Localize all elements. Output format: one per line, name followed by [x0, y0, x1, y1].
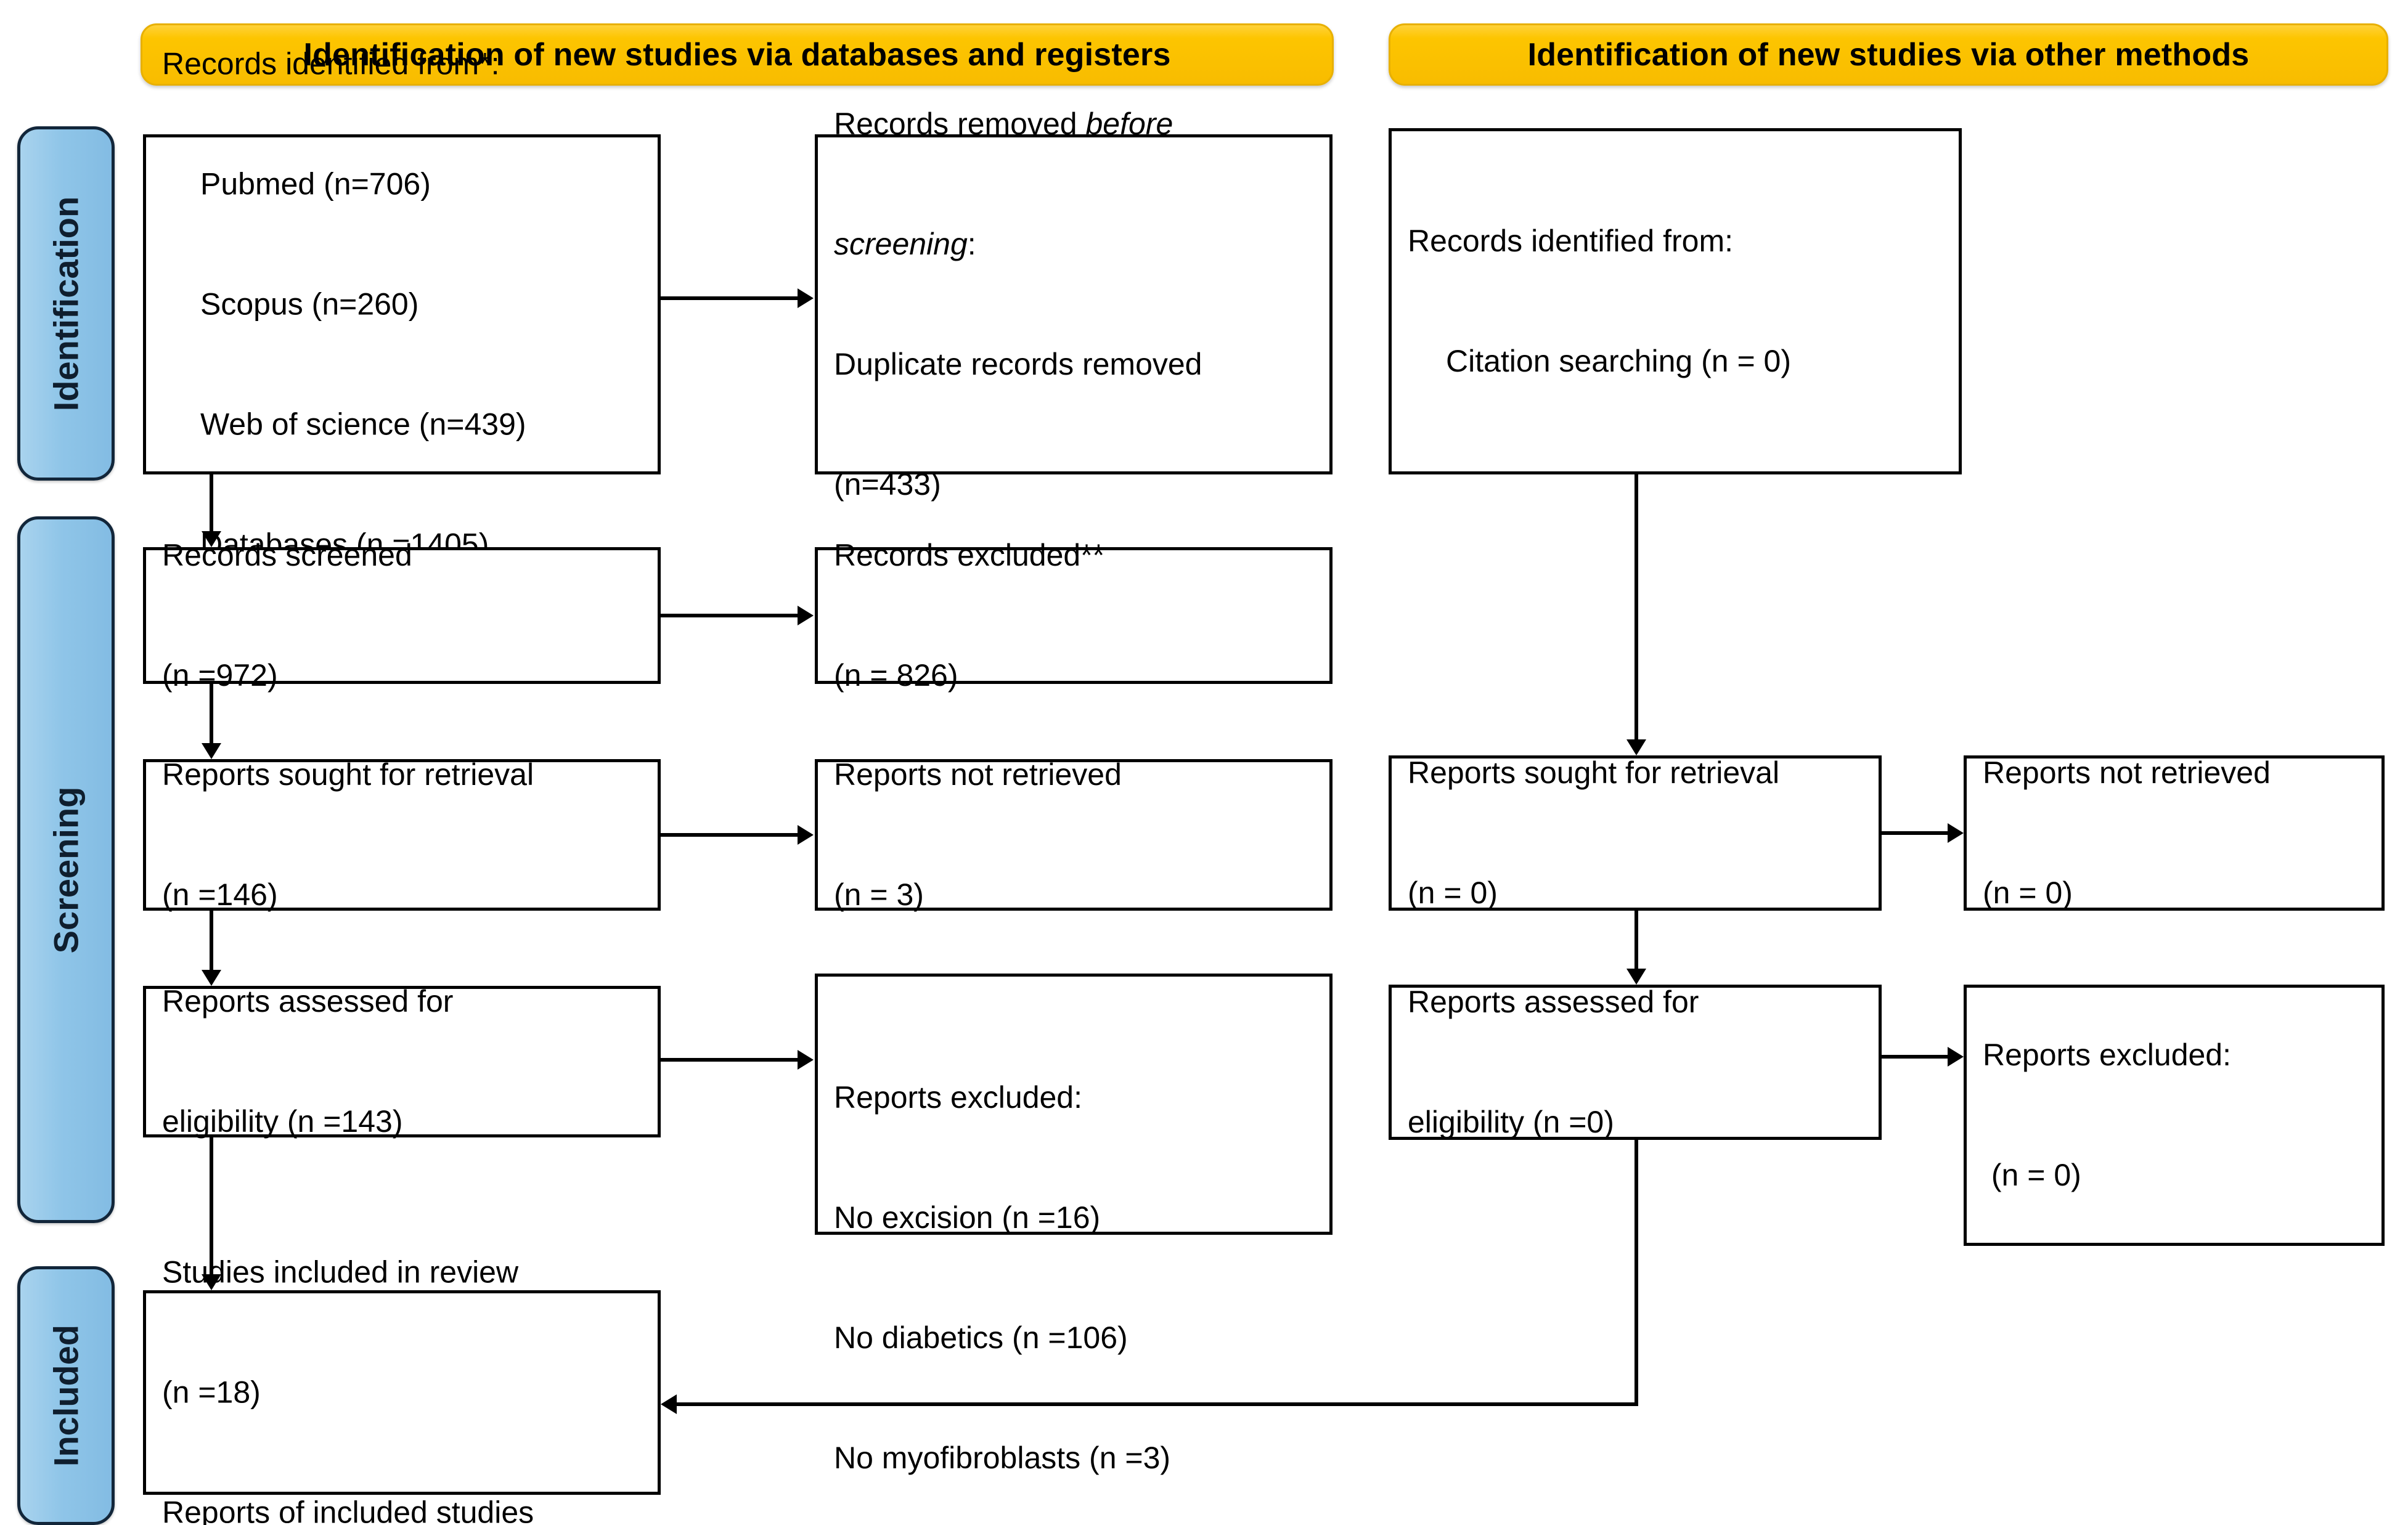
box-reports-not-retrieved-right: Reports not retrieved (n = 0) — [1964, 755, 2385, 911]
arrow-sought-to-not-retrieved-left — [798, 825, 814, 845]
stage-label-identification: Identification — [17, 126, 115, 481]
records-removed-line1: Records removed before — [834, 107, 1173, 141]
records-identified-other-source-0: Citation searching (n = 0) — [1446, 344, 1792, 378]
reports-assessed-right-line1: Reports assessed for — [1408, 985, 1699, 1019]
connector-other-identified-to-sought — [1635, 474, 1638, 746]
reports-not-retrieved-left-line1: Reports not retrieved — [834, 757, 1122, 792]
arrow-identified-to-screened — [202, 531, 221, 547]
arrow-screened-to-sought — [202, 743, 221, 759]
box-records-screened-text: Records screened (n =972) — [162, 455, 648, 776]
arrow-sought-to-not-retrieved-right — [1948, 823, 1964, 843]
stage-label-screening: Screening — [17, 516, 115, 1223]
reports-assessed-left-line2: eligibility (n =143) — [162, 1104, 403, 1139]
box-records-removed-text: Records removed before screening: Duplic… — [834, 24, 1320, 585]
box-records-excluded: Records excluded** (n = 826) — [815, 538, 1333, 693]
reports-sought-right-line1: Reports sought for retrieval — [1408, 755, 1780, 790]
banner-other-methods-label: Identification of new studies via other … — [1527, 36, 2250, 73]
records-excluded-line1: Records excluded** — [834, 538, 1105, 572]
connector-identified-to-removed — [661, 296, 798, 300]
box-reports-not-retrieved-right-text: Reports not retrieved (n = 0) — [1983, 673, 2372, 993]
box-reports-sought-right-text: Reports sought for retrieval (n = 0) — [1408, 673, 1869, 993]
reports-excluded-reason-2: No myofibroblasts (n =3) — [834, 1441, 1171, 1475]
reports-assessed-left-line1: Reports assessed for — [162, 984, 454, 1019]
reports-excluded-right-line1: Reports excluded: — [1983, 1038, 2232, 1072]
records-identified-source-0: Pubmed (n=706) — [200, 166, 431, 201]
box-reports-excluded-left-text: Reports excluded: No excision (n =16) No… — [834, 998, 1320, 1525]
records-removed-line3: Duplicate records removed — [834, 347, 1202, 381]
connector-assessed-to-excluded-right — [1882, 1055, 1948, 1059]
connector-screened-to-sought — [210, 684, 213, 749]
box-reports-assessed-right-text: Reports assessed for eligibility (n =0) — [1408, 902, 1869, 1222]
arrow-other-identified-to-sought — [1626, 739, 1646, 755]
box-records-excluded-text: Records excluded** (n = 826) — [834, 455, 1320, 776]
banner-other-methods: Identification of new studies via other … — [1389, 23, 2388, 86]
box-reports-sought-right: Reports sought for retrieval (n = 0) — [1389, 755, 1882, 911]
reports-not-retrieved-left-line2: (n = 3) — [834, 877, 924, 912]
connector-right-assessed-down — [1635, 1140, 1638, 1406]
box-reports-assessed-right: Reports assessed for eligibility (n =0) — [1389, 985, 1882, 1140]
box-records-identified-databases-text: Records identified from*: Pubmed (n=706)… — [162, 0, 648, 645]
box-records-screened: Records screened (n =972) — [143, 538, 661, 693]
reports-excluded-header: Reports excluded: — [834, 1080, 1083, 1115]
box-reports-not-retrieved-left-text: Reports not retrieved (n = 3) — [834, 675, 1320, 995]
records-removed-line4: (n=433) — [834, 467, 941, 502]
stage-label-identification-text: Identification — [46, 196, 86, 411]
arrow-assessed-to-excluded-right — [1948, 1047, 1964, 1067]
box-reports-sought-left: Reports sought for retrieval (n =146) — [143, 757, 661, 912]
box-records-removed-before-screening: Records removed before screening: Duplic… — [815, 107, 1333, 502]
connector-sought-to-not-retrieved-left — [661, 833, 798, 837]
banner-databases-registers: Identification of new studies via databa… — [141, 23, 1334, 86]
reports-assessed-right-line2: eligibility (n =0) — [1408, 1105, 1614, 1139]
connector-right-to-included — [677, 1402, 1638, 1406]
studies-included-line2: (n =18) — [162, 1375, 261, 1410]
box-reports-excluded-left: Reports excluded: No excision (n =16) No… — [815, 974, 1333, 1475]
box-records-identified-other-methods: Records identified from: Citation search… — [1389, 128, 1962, 474]
banner-databases-label: Identification of new studies via databa… — [303, 36, 1171, 73]
records-identified-header: Records identified from*: — [162, 46, 500, 81]
reports-excluded-reason-1: No diabetics (n =106) — [834, 1320, 1128, 1355]
arrow-assessed-to-included — [202, 1274, 221, 1290]
arrow-identified-to-removed — [798, 288, 814, 308]
reports-excluded-right-line2: (n = 0) — [1983, 1158, 2081, 1192]
connector-sought-to-assessed-left — [210, 911, 213, 976]
records-excluded-line2: (n = 826) — [834, 658, 958, 693]
arrow-sought-to-assessed-left — [202, 970, 221, 986]
box-records-identified-databases: Records identified from*: Pubmed (n=706)… — [143, 47, 661, 562]
arrow-sought-to-assessed-right — [1626, 969, 1646, 985]
connector-sought-to-not-retrieved-right — [1882, 831, 1948, 835]
reports-not-retrieved-right-line1: Reports not retrieved — [1983, 755, 2271, 790]
arrow-screened-to-excluded — [798, 606, 814, 625]
box-studies-included-text: Studies included in review (n =18) Repor… — [162, 1173, 648, 1525]
studies-included-line1: Studies included in review — [162, 1255, 519, 1290]
box-reports-excluded-right: Reports excluded: (n = 0) — [1964, 985, 2385, 1246]
box-reports-sought-left-text: Reports sought for retrieval (n =146) — [162, 675, 648, 995]
stage-label-included-text: Included — [46, 1324, 86, 1467]
box-reports-excluded-right-text: Reports excluded: (n = 0) — [1983, 955, 2372, 1275]
reports-excluded-reason-0: No excision (n =16) — [834, 1200, 1101, 1235]
connector-screened-to-excluded — [661, 614, 798, 617]
box-records-identified-other-text: Records identified from: Citation search… — [1408, 141, 1949, 462]
records-identified-source-1: Scopus (n=260) — [200, 287, 419, 322]
box-reports-assessed-left: Reports assessed for eligibility (n =143… — [143, 984, 661, 1139]
arrow-assessed-to-excluded-left — [798, 1050, 814, 1070]
box-reports-assessed-left-text: Reports assessed for eligibility (n =143… — [162, 901, 648, 1222]
arrow-right-to-included — [661, 1394, 677, 1414]
stage-label-screening-text: Screening — [46, 786, 86, 953]
reports-sought-left-line1: Reports sought for retrieval — [162, 757, 534, 792]
studies-included-line3: Reports of included studies — [162, 1495, 534, 1525]
reports-sought-right-line2: (n = 0) — [1408, 876, 1498, 910]
records-identified-source-2: Web of science (n=439) — [200, 407, 526, 442]
records-screened-line1: Records screened — [162, 538, 412, 572]
connector-assessed-to-included — [210, 1137, 213, 1280]
records-removed-line2: screening: — [834, 227, 976, 261]
box-reports-not-retrieved-left: Reports not retrieved (n = 3) — [815, 757, 1333, 912]
connector-assessed-to-excluded-left — [661, 1058, 798, 1062]
reports-not-retrieved-right-line2: (n = 0) — [1983, 876, 2073, 910]
connector-identified-to-screened — [210, 474, 213, 537]
connector-sought-to-assessed-right — [1635, 911, 1638, 975]
stage-label-included: Included — [17, 1266, 115, 1525]
reports-sought-left-line2: (n =146) — [162, 877, 278, 912]
box-studies-included: Studies included in review (n =18) Repor… — [143, 1255, 661, 1525]
records-identified-other-header: Records identified from: — [1408, 224, 1734, 258]
